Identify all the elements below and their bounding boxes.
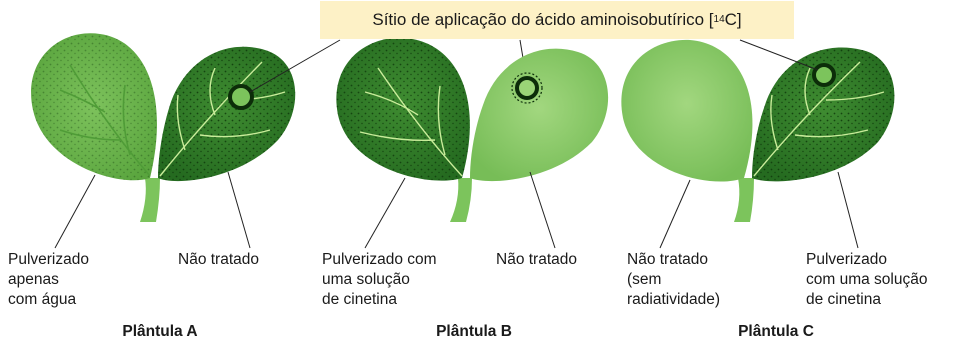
caption-seedling-c: Plântula C <box>738 323 814 340</box>
leader-left-c <box>659 179 691 249</box>
application-site-callout: Sítio de aplicação do ácido aminoisobutí… <box>320 1 794 39</box>
stem-c <box>734 178 754 222</box>
label-c-left: Não tratado (sem radiatividade) <box>627 251 721 308</box>
label-b-left: Pulverizado com uma solução de cinetina <box>322 251 437 308</box>
leader-right-b <box>529 171 556 249</box>
seedling-b <box>336 37 609 249</box>
caption-seedling-b: Plântula B <box>436 323 512 340</box>
callout-isotope-mass: 14 <box>713 13 725 25</box>
right-leaf-b <box>470 48 609 182</box>
stem-a <box>140 178 160 222</box>
left-leaf-c <box>621 39 753 182</box>
leader-left-a <box>54 174 96 249</box>
stem-b <box>450 178 472 222</box>
seedling-c <box>621 39 895 249</box>
label-b-right: Não tratado <box>496 251 577 268</box>
leader-right-c <box>837 171 859 249</box>
callout-isotope-symbol: C] <box>724 10 742 29</box>
seedling-a <box>31 33 341 249</box>
leader-left-b <box>364 177 406 249</box>
label-a-left: Pulverizado apenas com água <box>8 251 89 308</box>
callout-pointer-c <box>739 39 819 71</box>
label-c-right: Pulverizado com uma solução de cinetina <box>806 251 928 308</box>
application-spot-a <box>228 84 254 110</box>
callout-pointer-a <box>249 39 341 93</box>
leader-right-a <box>227 171 251 249</box>
label-a-right: Não tratado <box>178 251 259 268</box>
application-spot-c <box>812 63 836 87</box>
caption-seedling-a: Plântula A <box>122 323 198 340</box>
application-spot-b <box>515 76 539 100</box>
callout-text: Sítio de aplicação do ácido aminoisobutí… <box>372 10 714 29</box>
